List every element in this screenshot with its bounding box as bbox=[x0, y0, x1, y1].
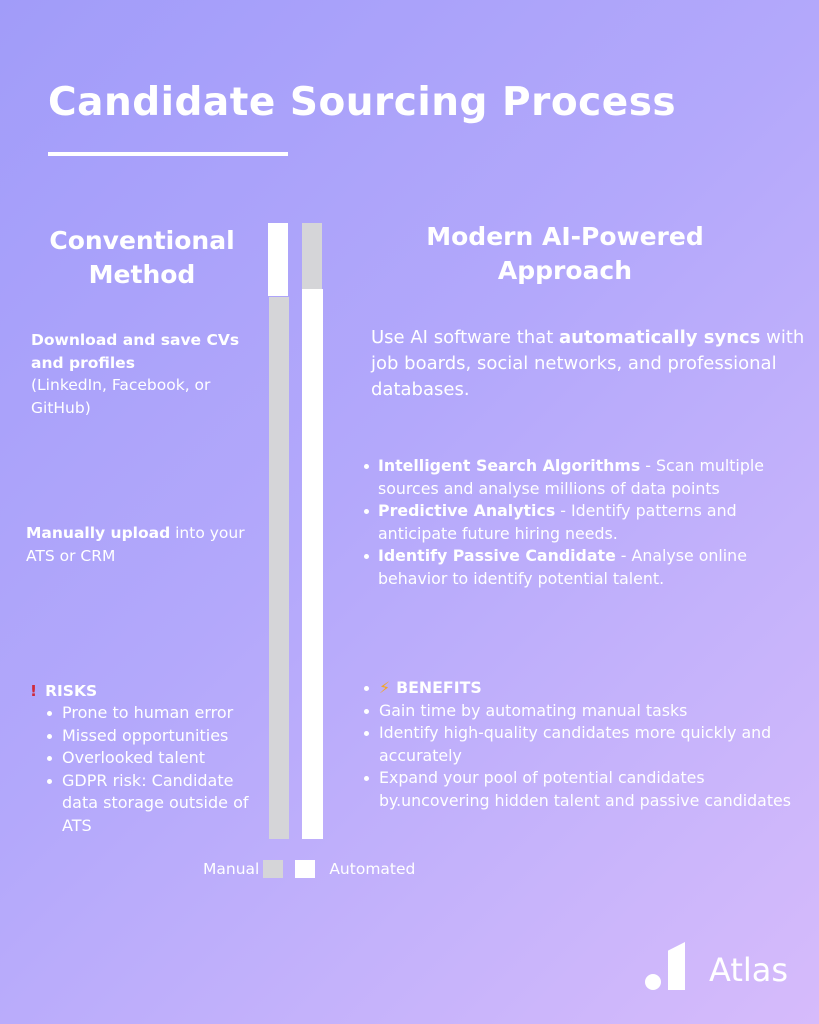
list-item: Intelligent Search Algorithms - Scan mul… bbox=[356, 455, 796, 500]
brand-logo: Atlas bbox=[645, 942, 788, 990]
legend-manual-label: Manual bbox=[203, 860, 260, 878]
modern-intro: Use AI software that automatically syncs… bbox=[371, 325, 811, 403]
list-item: Expand your pool of potential candidates… bbox=[356, 767, 806, 812]
conventional-heading: Conventional Method bbox=[49, 226, 235, 289]
brand-name: Atlas bbox=[709, 951, 789, 989]
list-item: Identify Passive Candidate - Analyse onl… bbox=[356, 545, 796, 590]
list-item: Overlooked talent bbox=[30, 747, 270, 770]
risks-section: ! RISKS Prone to human error Missed oppor… bbox=[30, 680, 270, 837]
legend-automated-swatch bbox=[295, 860, 316, 878]
risks-heading: RISKS bbox=[45, 682, 98, 700]
list-item: Missed opportunities bbox=[30, 725, 270, 748]
features-list: Intelligent Search Algorithms - Scan mul… bbox=[356, 455, 796, 590]
title-underline bbox=[48, 152, 288, 156]
benefits-section: ⚡ BENEFITS Gain time by automating manual… bbox=[356, 677, 806, 812]
feature-title: Identify Passive Candidate bbox=[378, 546, 616, 565]
exclamation-icon: ! bbox=[30, 682, 38, 700]
modern-bar-manual-segment bbox=[302, 223, 322, 289]
intro-pre: Use AI software that bbox=[371, 327, 559, 348]
benefits-list: ⚡ BENEFITS Gain time by automating manual… bbox=[356, 677, 806, 812]
risks-heading-row: ! RISKS bbox=[30, 680, 270, 702]
benefits-heading-row: ⚡ BENEFITS bbox=[356, 677, 806, 700]
page-title: Candidate Sourcing Process bbox=[48, 80, 677, 125]
feature-desc: - Scan multiple sources and analyse mill… bbox=[378, 456, 764, 498]
benefits-heading: BENEFITS bbox=[396, 678, 482, 697]
list-item: Predictive Analytics - Identify patterns… bbox=[356, 500, 796, 545]
intro-bold: automatically syncs bbox=[559, 327, 761, 348]
conventional-bar-automated-segment bbox=[268, 223, 288, 296]
step-upload-title: Manually upload bbox=[26, 524, 171, 542]
list-item: Identify high-quality candidates more qu… bbox=[356, 722, 806, 767]
conventional-step-download: Download and save CVs and profiles (Link… bbox=[31, 329, 261, 419]
step-upload-detail: into your ATS or CRM bbox=[26, 524, 245, 565]
step-download-title: Download and save CVs and profiles bbox=[31, 331, 240, 372]
feature-desc: - Analyse online behavior to identify po… bbox=[378, 546, 747, 588]
atlas-logo-icon bbox=[645, 942, 687, 990]
feature-title: Intelligent Search Algorithms bbox=[378, 456, 641, 475]
list-item: Prone to human error bbox=[30, 702, 270, 725]
list-item: GDPR risk: Candidate data storage outsid… bbox=[30, 770, 270, 838]
modern-heading: Modern AI-Powered Approach bbox=[426, 222, 704, 285]
list-item: Gain time by automating manual tasks bbox=[356, 700, 806, 723]
risks-list: Prone to human error Missed opportunitie… bbox=[30, 702, 270, 837]
step-download-detail: (LinkedIn, Facebook, or GitHub) bbox=[31, 376, 211, 417]
modern-bar-automated-segment bbox=[302, 289, 323, 839]
legend-automated-label: Automated bbox=[329, 860, 416, 878]
conventional-step-upload: Manually upload into your ATS or CRM bbox=[26, 522, 266, 567]
feature-desc: - Identify patterns and anticipate futur… bbox=[378, 501, 737, 543]
legend: Manual Automated bbox=[203, 860, 415, 878]
conventional-bar-manual-segment bbox=[269, 297, 289, 839]
features-section: Intelligent Search Algorithms - Scan mul… bbox=[356, 455, 796, 590]
lightning-icon: ⚡ bbox=[379, 678, 391, 697]
feature-title: Predictive Analytics bbox=[378, 501, 556, 520]
legend-manual-swatch bbox=[263, 860, 284, 878]
intro-post: with job boards, social networks, and pr… bbox=[371, 327, 805, 400]
